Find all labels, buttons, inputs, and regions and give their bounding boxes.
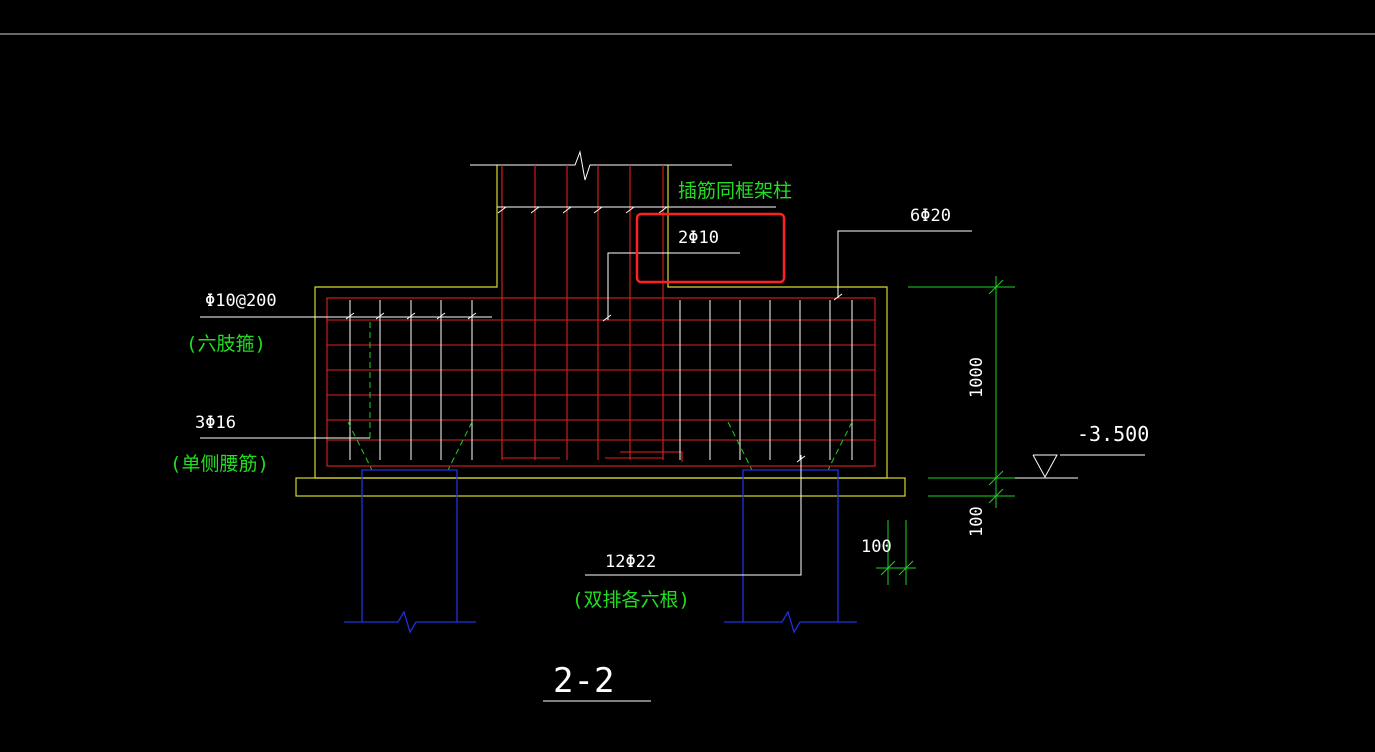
- anchorage-lines: [347, 322, 853, 471]
- top-bars-label: 6Φ20: [910, 206, 951, 226]
- bottom-note-label: (双排各六根): [572, 589, 690, 611]
- waist-spec-label: 3Φ16: [195, 413, 236, 433]
- dowel-note-label: 插筋同框架柱: [678, 180, 792, 202]
- pile-left: [344, 469, 476, 634]
- section-title: 2-2: [553, 661, 614, 701]
- dimension-lines: [876, 276, 1015, 585]
- dim-bed-label: 100: [967, 506, 987, 537]
- dowel-spec-label: 2Φ10: [678, 228, 719, 248]
- stirrup-note-label: (六肢箍): [186, 333, 266, 355]
- column-break-symbol: [470, 150, 732, 181]
- bedding-layer: [295, 477, 906, 497]
- stirrup-spec-label: Φ10@200: [205, 291, 277, 311]
- pile-right: [724, 469, 857, 634]
- dim-height-label: 1000: [967, 357, 987, 398]
- dim-embed-label: 100: [861, 537, 892, 557]
- rebar-cage: [326, 165, 876, 467]
- waist-note-label: (单侧腰筋): [170, 453, 269, 475]
- bottom-spec-label: 12Φ22: [605, 552, 656, 572]
- stirrups: [345, 206, 853, 463]
- highlight-box: [635, 212, 786, 284]
- pile-cap-outline: [295, 165, 906, 497]
- elevation-label: -3.500: [1077, 422, 1149, 446]
